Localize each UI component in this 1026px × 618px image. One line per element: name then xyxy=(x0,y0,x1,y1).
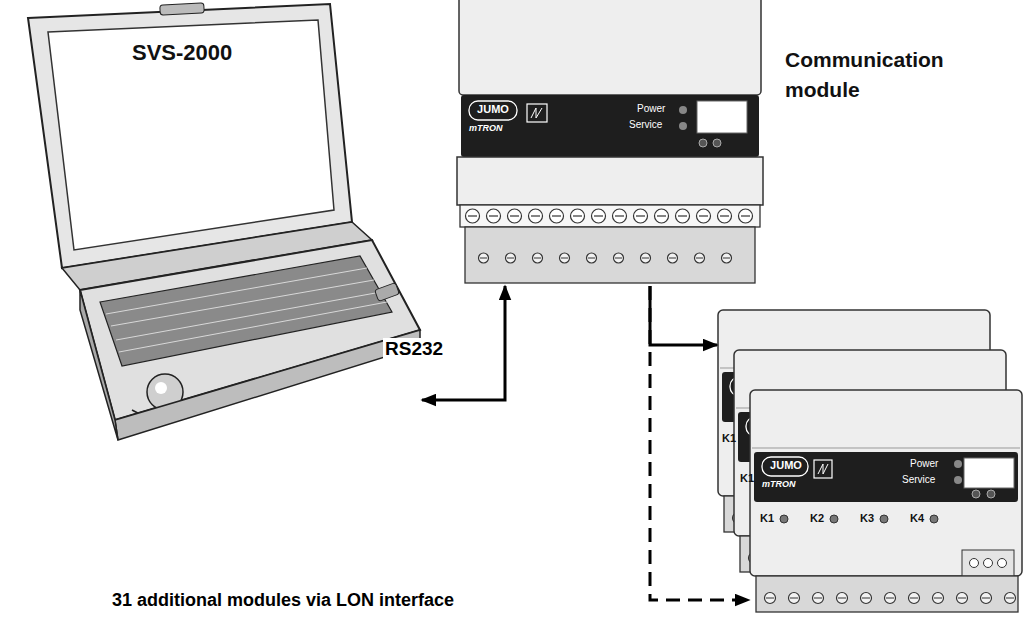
screen-title: SVS-2000 xyxy=(132,40,232,66)
extension-module: K1 xyxy=(718,310,990,532)
led-label: Power xyxy=(637,103,665,114)
channel-label: K1 xyxy=(740,472,754,484)
dashed-connector xyxy=(650,286,749,600)
channel-label: K1 xyxy=(722,432,736,444)
laptop-illustration xyxy=(28,3,420,440)
laptop: SVS-2000 xyxy=(20,4,420,444)
brand-logo: JUMO xyxy=(469,103,517,115)
product-logo: mTRON xyxy=(469,123,503,133)
led-label: Service xyxy=(629,119,662,130)
channel-label: K4 xyxy=(910,512,924,524)
group-caption: 31 additional modules via LON interface xyxy=(112,590,454,610)
brand-logo: JUMO xyxy=(764,459,808,471)
extension-module: JUMO mTRON PowerServiceK1 K2 K3 K4 xyxy=(750,390,1022,612)
channel-label: K1 xyxy=(760,512,774,524)
module-heading: Communication module xyxy=(785,45,960,105)
communication-module: Communication moduleJUMOmTRONPowerServic… xyxy=(455,0,765,285)
channel-label: K3 xyxy=(860,512,874,524)
channel-label: K2 xyxy=(810,512,824,524)
led-label: Power xyxy=(910,458,938,469)
product-logo: mTRON xyxy=(762,479,796,489)
communication-module-illustration xyxy=(457,0,763,283)
edge-label: RS232 xyxy=(383,338,445,360)
extension-module-illustration xyxy=(718,310,1022,612)
led-label: Service xyxy=(902,474,935,485)
connector xyxy=(650,286,717,345)
